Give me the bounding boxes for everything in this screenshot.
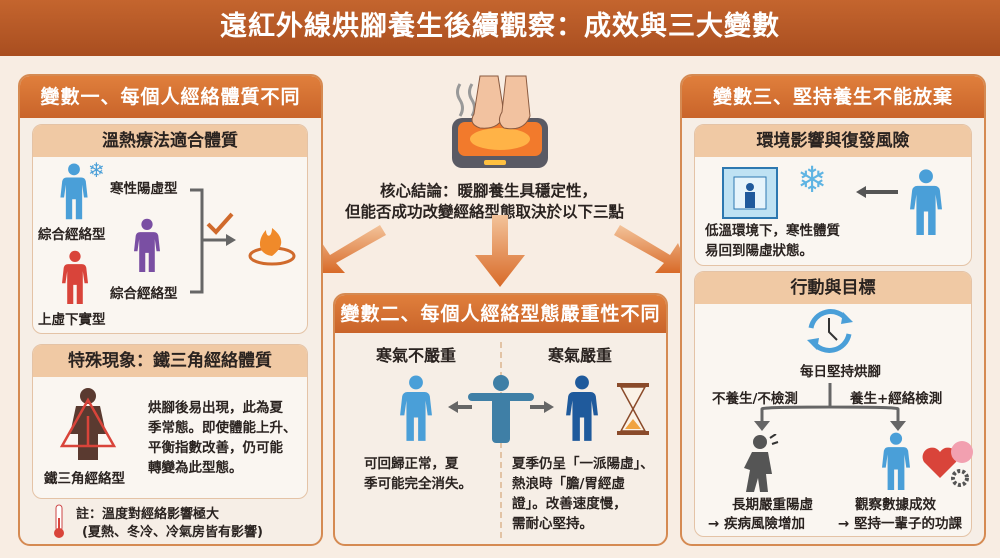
note-line1: 註：溫度對經絡影響極大: [76, 507, 220, 522]
combined-meridian-label-2: 綜合經絡型: [110, 286, 178, 302]
severe-text-4: 需耐心堅持。: [512, 516, 593, 532]
mild-cold-title: 寒氣不嚴重: [376, 346, 457, 365]
page-title: 遠紅外線烘腳養生後續觀察：成效與三大變數: [0, 0, 1000, 56]
iron-triangle-text-2: 季常態。即使體能上升、: [148, 420, 297, 436]
person-blue-icon: [60, 163, 88, 225]
outcome-right-2: → 堅持一輩子的功課: [838, 516, 963, 532]
core-conclusion-line2: 但能否成功改變經絡型態取決於以下三點: [345, 203, 625, 221]
arrow-down-icon: [475, 215, 525, 287]
severe-text-2: 熱浪時「膽/胃經虛: [512, 476, 625, 492]
heart-brain-gear-icon: [922, 441, 973, 487]
mild-text-1: 可回歸正常，夏: [364, 456, 459, 472]
person-healthy-icon: [882, 432, 910, 496]
core-conclusion-line1: 核心結論：暖腳養生具穩定性，: [380, 182, 598, 200]
care-branch-label: 養生+經絡檢測: [850, 391, 943, 407]
branch-arrows: [310, 215, 690, 287]
flame-icon: [259, 228, 282, 256]
thermometer-icon: [54, 504, 64, 538]
arrow-right-icon: [614, 225, 690, 273]
variable-one-header: 變數一、每個人經絡體質不同: [20, 76, 321, 118]
arrow-left-icon: [310, 225, 386, 273]
environment-text-1: 低溫環境下，寒性體質: [705, 223, 840, 239]
iron-triangle-text-1: 烘腳後易出現，此為夏: [148, 400, 283, 416]
severe-text-1: 夏季仍呈「一派陽虛」、: [512, 456, 654, 472]
iron-triangle-figure-icon: [59, 388, 117, 460]
action-goal-title: 行動與目標: [695, 272, 971, 304]
person-red-icon: [62, 250, 88, 310]
outcome-left-1: 長期嚴重陽虛: [732, 497, 813, 513]
note-line2: (夏熱、冬冷、冷氣房皆有影響): [82, 525, 263, 540]
daily-foot-warming-label: 每日堅持烘腳: [800, 364, 881, 380]
warm-therapy-box: 溫熱療法適合體質: [32, 124, 308, 334]
variable-three-header: 變數三、堅持養生不能放棄: [682, 76, 984, 118]
environment-text-2: 易回到陽虛狀態。: [705, 243, 813, 259]
iron-triangle-label: 鐵三角經絡型: [44, 471, 125, 487]
upper-deficiency-lower-excess-label: 上虛下實型: [38, 312, 106, 328]
person-center-arms-out-icon: [448, 375, 554, 443]
arrow-right-icon: [530, 401, 554, 413]
severe-text-3: 證」。改善速度慢，: [512, 496, 627, 512]
combined-meridian-label-1: 綜合經絡型: [38, 227, 106, 243]
hourglass-icon: [617, 383, 649, 435]
iron-triangle-box: 特殊現象：鐵三角經絡體質: [32, 344, 308, 499]
arrow-left-icon: [448, 401, 472, 413]
no-care-branch-label: 不養生/不檢測: [712, 391, 798, 407]
arrow-left-icon: [856, 186, 898, 198]
warm-therapy-title: 溫熱療法適合體質: [33, 125, 307, 157]
snowflake-icon: ❄: [797, 160, 828, 201]
bracket-check-flame: [190, 188, 296, 294]
iron-triangle-text-4: 轉變為此型態。: [148, 460, 243, 476]
cold-room-icon: [722, 167, 778, 219]
person-purple-icon: [134, 218, 160, 278]
action-goal-box: 行動與目標: [694, 271, 972, 537]
snowflake-icon: ❄: [88, 158, 105, 182]
iron-triangle-title: 特殊現象：鐵三角經絡體質: [33, 345, 307, 377]
person-severe-icon: [566, 375, 598, 447]
cycle-clock-icon: [807, 309, 853, 353]
person-blue-icon: [910, 168, 942, 242]
cold-yang-deficiency-label: 寒性陽虛型: [110, 181, 178, 197]
mild-text-2: 季可能完全消失。: [364, 476, 472, 492]
outcome-right-1: 觀察數據成效: [855, 497, 936, 513]
foot-warmer-icon: [452, 75, 548, 168]
person-mild-icon: [400, 375, 432, 447]
severe-cold-title: 寒氣嚴重: [548, 346, 613, 365]
sick-person-icon: [744, 434, 779, 492]
branch-fork-arrows: [754, 383, 906, 431]
environment-title: 環境影響與復發風險: [695, 125, 971, 157]
iron-triangle-text-3: 平衡指數改善，仍可能: [148, 440, 283, 456]
variable-two-header: 變數二、每個人經絡型態嚴重性不同: [335, 295, 666, 333]
check-icon: [206, 212, 234, 235]
outcome-left-2: → 疾病風險增加: [708, 516, 806, 532]
